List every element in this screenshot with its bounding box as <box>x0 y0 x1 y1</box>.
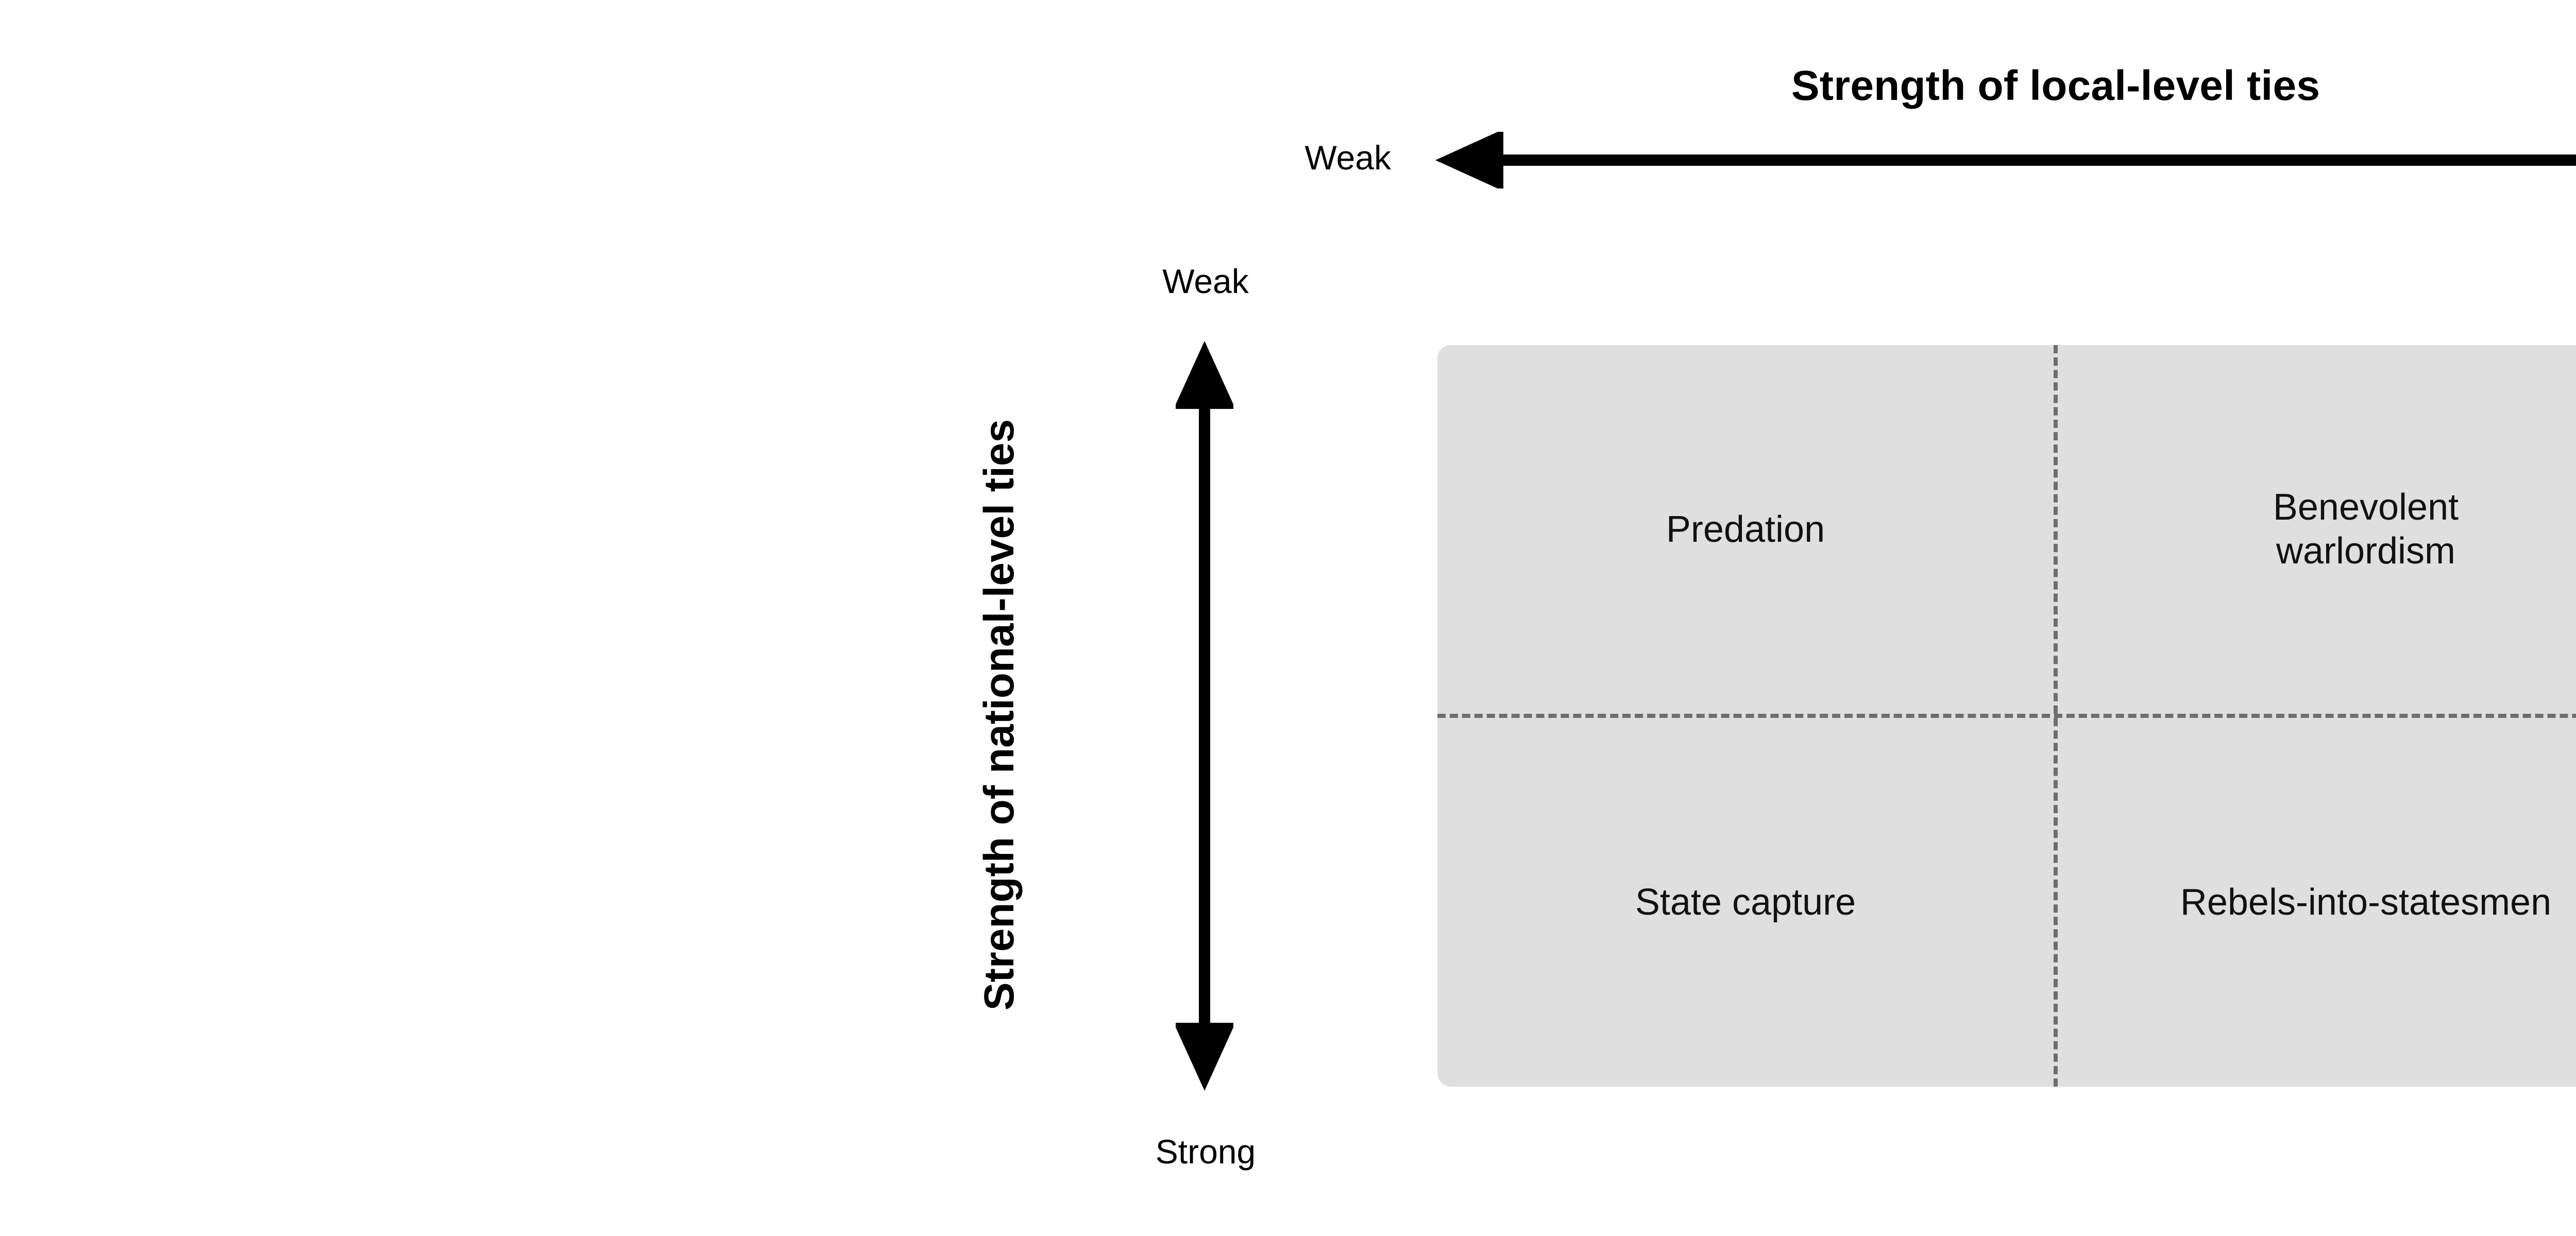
quadrant-label: State capture <box>1635 881 1856 923</box>
horizontal-double-arrow-icon <box>1435 132 2576 188</box>
quadrant-state-capture[interactable]: State capture <box>1437 718 2054 1087</box>
vertical-double-arrow-icon <box>1176 341 1233 1091</box>
y-axis-title: Strength of national-level ties <box>976 419 1023 1011</box>
quadrant-rebels-into-statesmen[interactable]: Rebels-into-statesmen <box>2058 718 2576 1087</box>
y-axis-high-label: Strong <box>1155 1132 1256 1171</box>
quadrant-label: Rebels-into-statesmen <box>2180 881 2552 923</box>
quadrant-predation[interactable]: Predation <box>1437 345 2054 714</box>
quadrant-matrix-panel: Predation Benevolent warlordism State ca… <box>1437 345 2576 1087</box>
quadrant-benevolent-warlordism[interactable]: Benevolent warlordism <box>2058 345 2576 714</box>
quadrant-label: Predation <box>1666 508 1825 550</box>
x-axis-title: Strength of local-level ties <box>1791 62 2320 109</box>
y-axis-low-label: Weak <box>1162 262 1249 300</box>
horizontal-divider <box>1437 714 2576 718</box>
quadrant-label: Benevolent warlordism <box>2273 487 2459 572</box>
x-axis-low-label: Weak <box>1304 139 1391 177</box>
